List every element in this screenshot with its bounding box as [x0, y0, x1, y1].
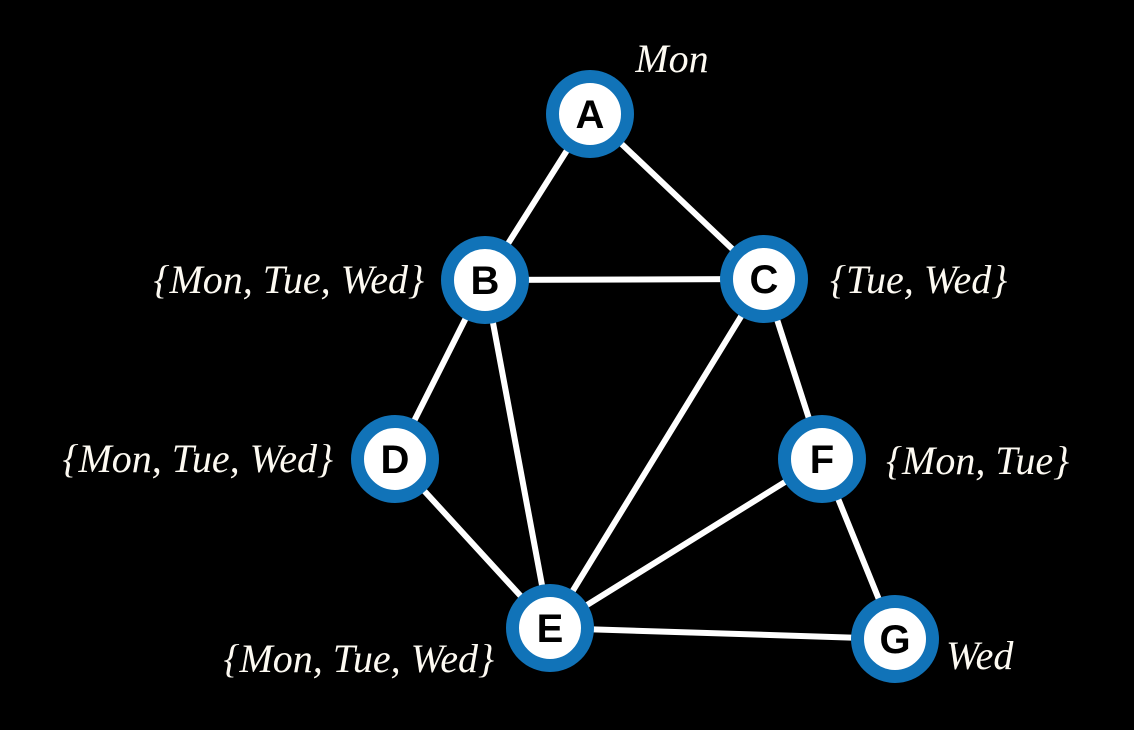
edge-E-F: [547, 456, 825, 631]
edges-layer: [392, 111, 898, 642]
edge-C-E: [547, 276, 767, 631]
edge-B-C: [482, 276, 767, 283]
node-G-letter: G: [879, 618, 910, 662]
node-A: A: [546, 70, 634, 158]
node-E-letter: E: [537, 607, 564, 651]
node-F-circle: [778, 415, 866, 503]
node-B-letter: B: [471, 259, 500, 303]
node-G: G: [851, 595, 939, 683]
domain-label-D: {Mon, Tue, Wed}: [62, 436, 333, 481]
node-C: C: [720, 235, 808, 323]
labels-layer: Mon {Mon, Tue, Wed} {Tue, Wed} {Mon, Tue, W…: [62, 36, 1069, 681]
node-E-circle: [506, 584, 594, 672]
node-A-circle: [546, 70, 634, 158]
node-G-circle: [851, 595, 939, 683]
domain-label-A: Mon: [634, 36, 708, 81]
node-D: D: [351, 415, 439, 503]
node-F-letter: F: [810, 438, 834, 482]
node-C-circle: [720, 235, 808, 323]
node-D-letter: D: [381, 438, 410, 482]
node-D-circle: [351, 415, 439, 503]
domain-label-B: {Mon, Tue, Wed}: [153, 257, 424, 302]
edge-E-G: [547, 625, 898, 642]
node-C-letter: C: [750, 258, 779, 302]
node-B: B: [441, 236, 529, 324]
edge-B-E: [482, 277, 553, 631]
node-E: E: [506, 584, 594, 672]
node-B-circle: [441, 236, 529, 324]
node-F: F: [778, 415, 866, 503]
domain-label-C: {Tue, Wed}: [830, 257, 1007, 302]
nodes-layer: A B C D F E G: [351, 70, 939, 683]
domain-label-G: Wed: [946, 633, 1014, 678]
domain-label-E: {Mon, Tue, Wed}: [223, 636, 494, 681]
node-A-letter: A: [576, 93, 605, 137]
domain-label-F: {Mon, Tue}: [886, 438, 1069, 483]
